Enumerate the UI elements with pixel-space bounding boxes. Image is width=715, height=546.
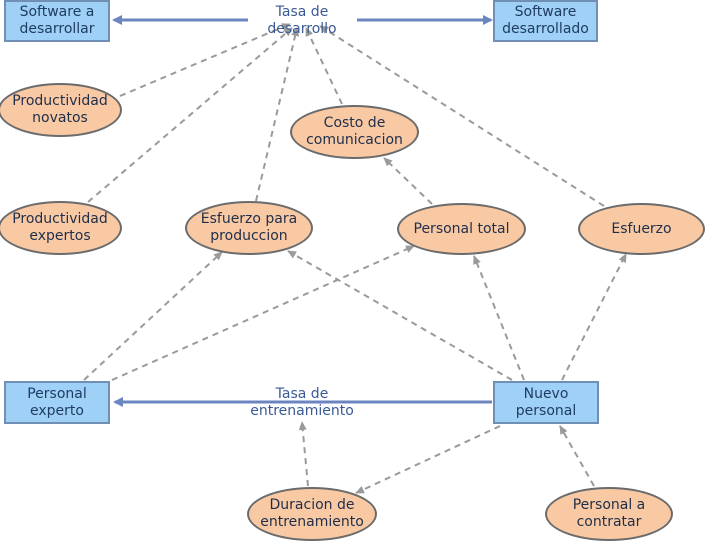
link-esfuerzo-to-tasa <box>319 25 605 207</box>
aux-personal-a-contratar[interactable]: Personal a contratar <box>545 487 673 541</box>
stock-nuevo-personal[interactable]: Nuevo personal <box>493 381 599 424</box>
aux-costo-de-comunicacion[interactable]: Costo de comunicacion <box>290 105 419 159</box>
stock-personal-experto[interactable]: Personal experto <box>4 381 110 424</box>
aux-personal-total[interactable]: Personal total <box>397 203 526 255</box>
aux-esfuerzo-para-produccion[interactable]: Esfuerzo para produccion <box>185 201 313 255</box>
link-productividad-novatos-to-tasa <box>119 23 291 97</box>
rate-tasa-de-desarrollo[interactable]: Tasa de desarrollo <box>267 4 337 37</box>
link-personal-total-to-costo <box>383 157 433 205</box>
link-nuevo-personal-to-personal-total <box>473 255 525 381</box>
link-productividad-expertos-to-tasa <box>87 27 293 203</box>
link-personal-experto-to-esfuerzo-produccion <box>83 251 223 381</box>
link-duracion-to-tasa-entrenamiento <box>298 421 309 487</box>
stock-software-a-desarrollar[interactable]: Software a desarrollar <box>4 0 110 42</box>
stock-software-desarrollado[interactable]: Software desarrollado <box>493 0 598 42</box>
link-personal-experto-to-personal-total <box>111 245 415 381</box>
link-nuevo-personal-to-duracion <box>355 425 501 494</box>
aux-productividad-novatos[interactable]: Productividad novatos <box>0 83 122 137</box>
aux-esfuerzo[interactable]: Esfuerzo <box>578 203 705 255</box>
link-nuevo-personal-to-esfuerzo-produccion <box>287 250 513 381</box>
link-esfuerzo-produccion-to-tasa <box>255 27 300 202</box>
link-nuevo-personal-to-esfuerzo <box>561 253 627 381</box>
link-costo-comunicacion-to-tasa <box>305 27 343 105</box>
rate-tasa-de-entrenamiento[interactable]: Tasa de entrenamiento <box>250 386 354 419</box>
aux-productividad-expertos[interactable]: Productividad expertos <box>0 201 122 255</box>
aux-duracion-de-entrenamiento[interactable]: Duracion de entrenamiento <box>247 487 377 541</box>
link-personal-a-contratar-to-nuevo-personal <box>559 425 595 487</box>
